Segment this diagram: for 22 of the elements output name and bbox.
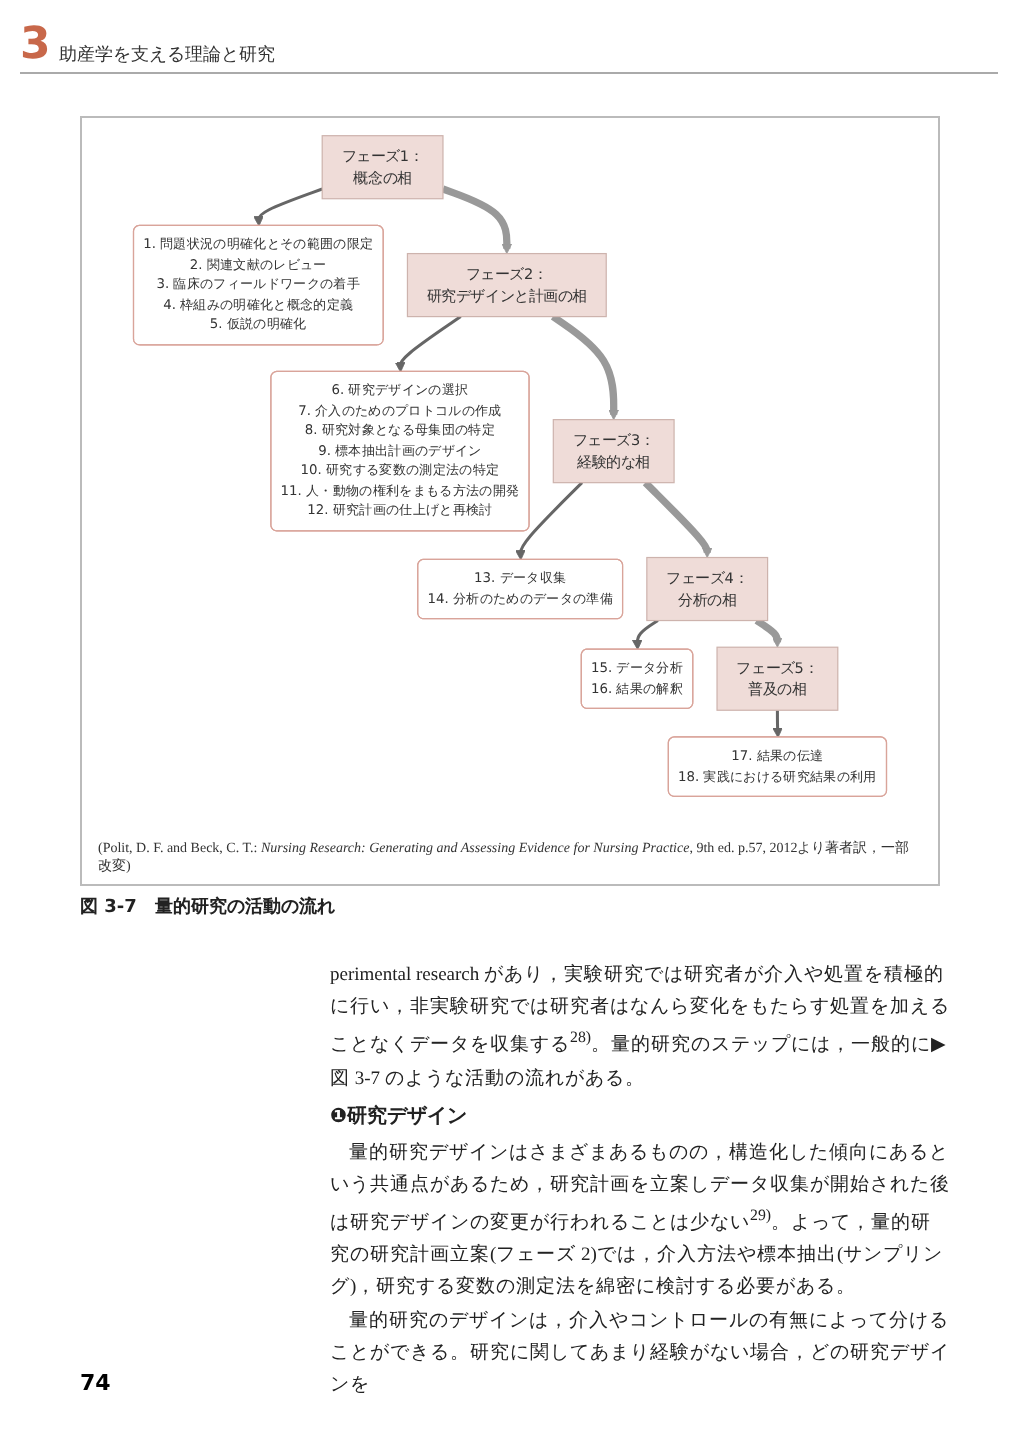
node-box xyxy=(552,419,675,484)
arrow xyxy=(515,481,584,561)
figure-caption: 図 3-7 量的研究の活動の流れ xyxy=(80,894,335,920)
body-paragraph: perimental research があり，実験研究では研究者が介入や処置を積極的に行い，非実験研究では研究者はなんら変化をもたらす処置を加えることなくデータを収集する$^{28)}$。量的研究のステップには，一般的に▶図 3-7 のような活動の流れがある。 xyxy=(330,962,950,1094)
arrow xyxy=(253,187,323,227)
node-box xyxy=(716,646,839,711)
arrow xyxy=(441,185,513,255)
chapter-number: 3 xyxy=(20,24,51,68)
body-paragraph: 量的研究のデザインは，介入やコントロールの有無によって分けることができる。研究に関してあまり経験がない場合，どの研究デザインを xyxy=(330,1308,950,1400)
page-number: 74 xyxy=(80,1370,111,1396)
arrow xyxy=(550,313,619,421)
arrow xyxy=(631,619,659,651)
section-heading: ❶研究デザイン xyxy=(330,1103,469,1132)
node-box xyxy=(646,556,769,622)
node-box xyxy=(321,135,444,200)
arrow xyxy=(754,617,783,648)
body-paragraph: 量的研究デザインはさまざまあるものの，構造化した傾向にあるという共通点があるため，研究計画を立案しデータ収集が開始された後は研究デザインの変更が行われることは少ない$^{29)}$。よって，量的研究の研究計画立案(フェーズ 2)では，介入方法や標本抽出(サンプリング)，研究する変数の測定法を綿密に検討する必要がある。 xyxy=(330,1140,950,1303)
arrow xyxy=(642,480,713,558)
arrow xyxy=(394,315,462,373)
arrow xyxy=(772,710,783,738)
node-box xyxy=(406,252,607,318)
running-header: 助産学を支える理論と研究 xyxy=(58,43,275,68)
